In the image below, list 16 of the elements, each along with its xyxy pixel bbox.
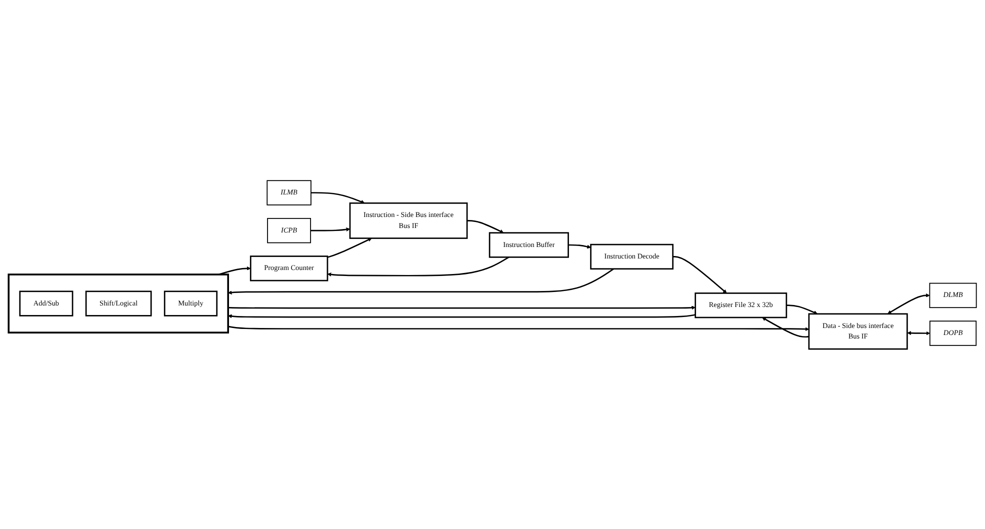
arrow	[907, 330, 930, 335]
arrow	[327, 238, 372, 258]
arrow	[786, 304, 818, 314]
arrow	[228, 305, 696, 310]
cluster	[8, 273, 230, 334]
arrow	[762, 317, 810, 338]
arrow	[310, 227, 350, 232]
arrow	[310, 192, 365, 204]
arrow	[568, 244, 591, 248]
arrow	[887, 293, 930, 314]
arrow	[228, 314, 696, 318]
arrow	[228, 325, 810, 331]
arrow	[672, 256, 727, 294]
arrow	[228, 268, 614, 294]
arrow	[467, 220, 504, 233]
arrow	[327, 256, 510, 276]
